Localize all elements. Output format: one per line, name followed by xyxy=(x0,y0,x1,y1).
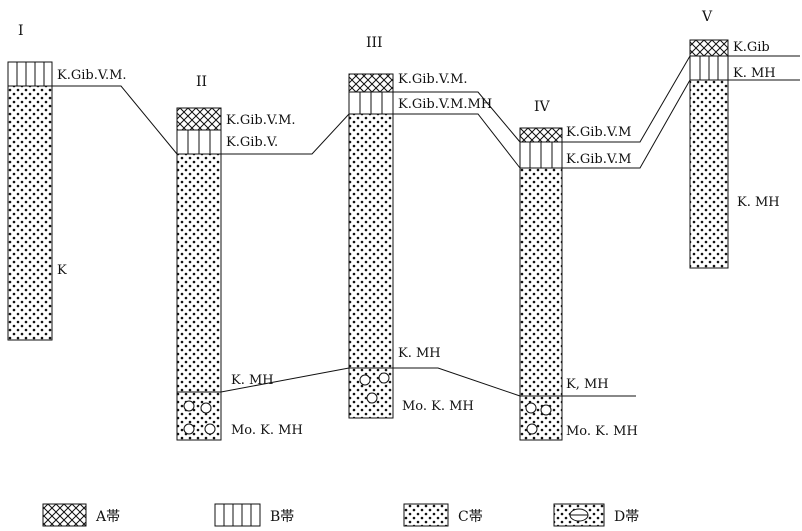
legend-item-B: B帯 xyxy=(215,504,294,526)
zone-C xyxy=(8,86,52,340)
label-mo: Mo. K. MH xyxy=(402,399,474,414)
column-II: II K.Gib.V.M. K.Gib.V. K. MH Mo. K. MH xyxy=(177,74,303,440)
svg-text:D帯: D帯 xyxy=(614,509,639,525)
column-numeral: III xyxy=(366,35,383,51)
svg-text:A帯: A帯 xyxy=(95,509,120,525)
label-mh: K, MH xyxy=(566,377,609,392)
label-top: K.Gib.V.M. xyxy=(226,113,296,128)
zone-C xyxy=(690,80,728,268)
label-mid: K xyxy=(57,263,67,278)
label-top: K.Gib.V.M xyxy=(566,125,631,140)
column-numeral: V xyxy=(701,9,713,25)
zone-C xyxy=(520,168,562,396)
column-numeral: II xyxy=(196,74,207,90)
column-V: V K.Gib K. MH K. MH xyxy=(690,9,780,268)
svg-text:C帯: C帯 xyxy=(458,509,483,525)
svg-text:B帯: B帯 xyxy=(270,509,294,525)
label-B: K.Gib.V.M xyxy=(566,152,631,167)
label-top: K.Gib xyxy=(733,40,770,55)
zone-D xyxy=(520,396,562,440)
label-mo: Mo. K. MH xyxy=(566,424,638,439)
zone-A xyxy=(520,128,562,142)
zone-A xyxy=(177,108,221,130)
label-top: K.Gib.V.M. xyxy=(398,72,468,87)
zone-C xyxy=(177,154,221,392)
legend: A帯 B帯 C帯 D帯 xyxy=(43,504,639,526)
label-B: K.Gib.V. xyxy=(226,135,278,150)
column-numeral: I xyxy=(18,23,24,39)
legend-item-A: A帯 xyxy=(43,504,120,526)
zone-B xyxy=(8,62,52,86)
label-B: K.Gib.V.M.MH xyxy=(398,97,492,112)
legend-item-C: C帯 xyxy=(404,504,483,526)
zone-D xyxy=(177,392,221,440)
label-mo: Mo. K. MH xyxy=(231,423,303,438)
label-B: K. MH xyxy=(733,66,776,81)
column-I: I K.Gib.V.M. K xyxy=(8,23,127,340)
label-top: K.Gib.V.M. xyxy=(57,68,127,83)
zone-C xyxy=(349,114,393,368)
legend-item-D: D帯 xyxy=(554,504,639,526)
zone-A xyxy=(690,40,728,56)
zone-A xyxy=(349,74,393,92)
column-IV: IV K.Gib.V.M K.Gib.V.M K, MH Mo. K. MH xyxy=(520,99,638,440)
label-mh: K. MH xyxy=(398,346,441,361)
column-numeral: IV xyxy=(534,99,551,115)
label-mid: K. MH xyxy=(737,195,780,210)
